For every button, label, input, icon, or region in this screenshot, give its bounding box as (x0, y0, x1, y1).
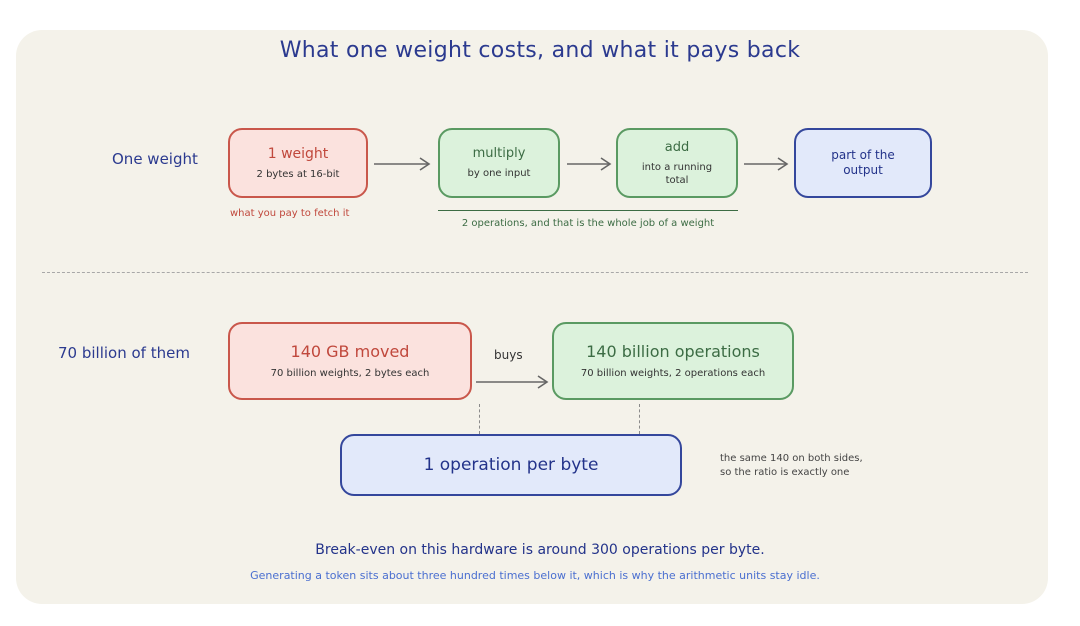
arrow-add-to-output (744, 157, 789, 171)
box-gb-moved-title: 140 GB moved (290, 342, 410, 361)
connector-dash-left (479, 404, 480, 434)
box-ratio: 1 operation per byte (340, 434, 682, 496)
diagram-panel (16, 30, 1048, 604)
footer-main: Break-even on this hardware is around 30… (315, 542, 765, 558)
box-add-title: add (664, 139, 690, 155)
box-output: part of the output (794, 128, 932, 198)
box-billion-operations: 140 billion operations 70 billion weight… (552, 322, 794, 400)
box-add-subtitle: into a running total (641, 161, 713, 186)
connector-dash-right (639, 404, 640, 434)
ops-bracket-line (438, 210, 738, 211)
arrow-multiply-to-add (567, 157, 612, 171)
box-billion-operations-subtitle: 70 billion weights, 2 operations each (580, 368, 766, 379)
arrow-moved-to-ops (476, 375, 549, 389)
arrow-weight-to-multiply (374, 157, 431, 171)
footer-sub: Generating a token sits about three hund… (250, 569, 820, 582)
box-add: add into a running total (616, 128, 738, 198)
box-multiply-title: multiply (472, 146, 526, 161)
section-divider (42, 272, 1028, 273)
side-note-line-1: the same 140 on both sides, (720, 453, 863, 464)
row-label-one-weight: One weight (112, 150, 198, 168)
ops-note: 2 operations, and that is the whole job … (461, 218, 715, 229)
box-ratio-title: 1 operation per byte (423, 455, 599, 475)
box-one-weight-title: 1 weight (267, 145, 329, 162)
box-one-weight-subtitle: 2 bytes at 16-bit (256, 168, 340, 180)
row-label-70-billion: 70 billion of them (58, 344, 190, 362)
buys-label: buys (494, 348, 523, 362)
box-output-title: part of the output (831, 148, 895, 177)
side-note: the same 140 on both sides, so the ratio… (720, 452, 863, 480)
box-gb-moved: 140 GB moved 70 billion weights, 2 bytes… (228, 322, 472, 400)
diagram-title: What one weight costs, and what it pays … (279, 38, 801, 63)
box-one-weight: 1 weight 2 bytes at 16-bit (228, 128, 368, 198)
box-billion-operations-title: 140 billion operations (586, 342, 760, 361)
box-multiply-subtitle: by one input (467, 168, 531, 179)
fetch-note: what you pay to fetch it (230, 208, 350, 219)
box-gb-moved-subtitle: 70 billion weights, 2 bytes each (270, 368, 430, 379)
box-multiply: multiply by one input (438, 128, 560, 198)
side-note-line-2: so the ratio is exactly one (720, 467, 850, 478)
